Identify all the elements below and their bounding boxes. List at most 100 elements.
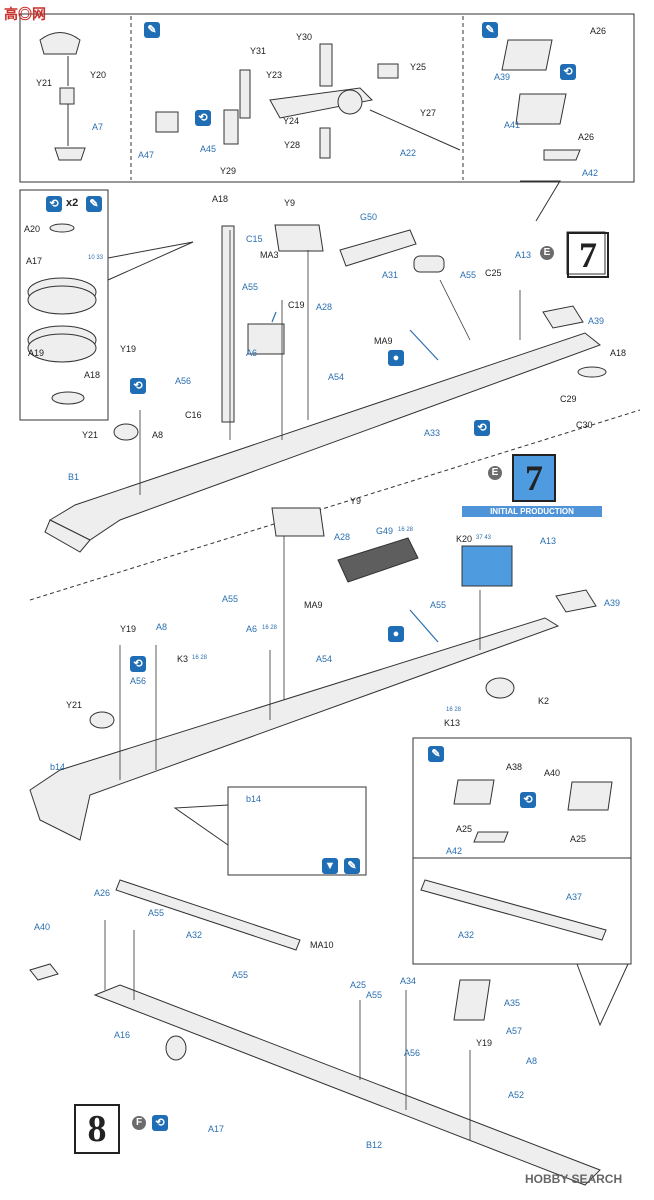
label-y27: Y27 bbox=[420, 108, 437, 118]
label-ma9-b: MA9 bbox=[304, 600, 323, 610]
reference-number: 10 33 bbox=[88, 255, 104, 261]
reference-number: 16 28 bbox=[446, 707, 462, 713]
label-a6: A6 bbox=[246, 348, 258, 358]
label-a42-top: A42 bbox=[582, 168, 599, 178]
label-y25: Y25 bbox=[410, 62, 427, 72]
label-y28: Y28 bbox=[284, 140, 301, 150]
label-a35: A35 bbox=[504, 998, 521, 1008]
paint-icon: ● bbox=[388, 626, 404, 642]
label-g49: G49 bbox=[376, 526, 394, 536]
label-a32: A32 bbox=[186, 930, 203, 940]
flip-icon: ⟲ bbox=[560, 64, 576, 80]
step-number-8: 8 bbox=[74, 1104, 120, 1154]
label-a40-b: A40 bbox=[544, 768, 561, 778]
label-ma10: MA10 bbox=[310, 940, 334, 950]
label-a54-b: A54 bbox=[316, 654, 333, 664]
label-c16: C16 bbox=[185, 410, 202, 420]
step-sequence-letter: F bbox=[132, 1116, 146, 1130]
glue-icon: ✎ bbox=[144, 22, 160, 38]
label-a8-8: A8 bbox=[526, 1056, 538, 1066]
step-number-7-initial: 7 bbox=[512, 454, 556, 502]
label-a25-b: A25 bbox=[456, 824, 473, 834]
label-a25-c: A25 bbox=[570, 834, 587, 844]
label-a22: A22 bbox=[400, 148, 417, 158]
label-a34: A34 bbox=[400, 976, 417, 986]
label-y29: Y29 bbox=[220, 166, 237, 176]
label-a25-8: A25 bbox=[350, 980, 367, 990]
flip-icon: ⟲ bbox=[520, 792, 536, 808]
flip-icon: ⟲ bbox=[195, 110, 211, 126]
label-y20: Y20 bbox=[90, 70, 107, 80]
label-y19-8: Y19 bbox=[476, 1038, 493, 1048]
glue-icon: ✎ bbox=[428, 746, 444, 762]
top-subassembly-panel bbox=[19, 13, 635, 183]
label-b14-detail: b14 bbox=[246, 794, 262, 804]
label-k13: K13 bbox=[444, 718, 461, 728]
label-a57: A57 bbox=[506, 1026, 523, 1036]
label-a39: A39 bbox=[588, 316, 605, 326]
label-a16: A16 bbox=[114, 1030, 131, 1040]
label-a19: A19 bbox=[28, 348, 45, 358]
label-y24: Y24 bbox=[283, 116, 300, 126]
step-sequence-letter: E bbox=[540, 246, 554, 260]
reference-number: 16 28 bbox=[192, 655, 208, 661]
label-a31: A31 bbox=[382, 270, 399, 280]
label-b14: b14 bbox=[50, 762, 66, 772]
label-a39-b: A39 bbox=[604, 598, 621, 608]
label-a28: A28 bbox=[316, 302, 333, 312]
label-a13-b: A13 bbox=[540, 536, 557, 546]
label-a38: A38 bbox=[506, 762, 523, 772]
reference-number: 16 28 bbox=[398, 527, 414, 533]
label-y9-b: Y9 bbox=[350, 496, 362, 506]
paint-icon: ● bbox=[388, 350, 404, 366]
label-y19: Y19 bbox=[120, 344, 137, 354]
label-a45: A45 bbox=[200, 144, 217, 154]
label-k2: K2 bbox=[538, 696, 550, 706]
label-a55: A55 bbox=[460, 270, 477, 280]
label-a55-8b: A55 bbox=[232, 970, 249, 980]
initial-production-banner: INITIAL PRODUCTION bbox=[462, 506, 602, 517]
label-c29: C29 bbox=[560, 394, 577, 404]
step-sequence-letter: E bbox=[488, 466, 502, 480]
label-ma3: MA3 bbox=[260, 250, 279, 260]
label-a37: A37 bbox=[566, 892, 583, 902]
label-a18-right: A18 bbox=[610, 348, 627, 358]
label-a6-b: A6 bbox=[246, 624, 258, 634]
label-a55-2: A55 bbox=[242, 282, 259, 292]
label-c30: C30 bbox=[576, 420, 593, 430]
label-a26-top: A26 bbox=[590, 26, 607, 36]
label-a39-top: A39 bbox=[494, 72, 511, 82]
label-a54: A54 bbox=[328, 372, 345, 382]
label-y21-b: Y21 bbox=[66, 700, 83, 710]
label-y30: Y30 bbox=[296, 32, 313, 42]
label-a26-top-2: A26 bbox=[578, 132, 595, 142]
label-c25: C25 bbox=[485, 268, 502, 278]
multiplier: x2 bbox=[66, 197, 79, 209]
label-a8: A8 bbox=[152, 430, 164, 440]
hobby-search-logo: HOBBY SEARCH bbox=[525, 1172, 623, 1186]
label-a55-8: A55 bbox=[148, 908, 165, 918]
label-a55-b: A55 bbox=[430, 600, 447, 610]
label-a33: A33 bbox=[424, 428, 441, 438]
flip-icon: ⟲ bbox=[130, 656, 146, 672]
label-ma9: MA9 bbox=[374, 336, 393, 346]
label-a55-b2: A55 bbox=[222, 594, 239, 604]
label-a32-r: A32 bbox=[458, 930, 475, 940]
label-a52: A52 bbox=[508, 1090, 525, 1100]
step-number-7: 7 bbox=[567, 232, 609, 278]
site-logo: 高◎网 bbox=[4, 6, 46, 22]
label-c19: C19 bbox=[288, 300, 305, 310]
label-a8-b: A8 bbox=[156, 622, 168, 632]
label-a56: A56 bbox=[175, 376, 192, 386]
y9-box bbox=[274, 224, 324, 252]
label-a13: A13 bbox=[515, 250, 532, 260]
label-b1: B1 bbox=[68, 472, 80, 482]
label-y23: Y23 bbox=[266, 70, 283, 80]
label-y19-b: Y19 bbox=[120, 624, 137, 634]
label-y21-top: Y21 bbox=[36, 78, 53, 88]
label-a56-8: A56 bbox=[404, 1048, 421, 1058]
y21-part bbox=[39, 32, 81, 55]
cut-icon: ▼ bbox=[322, 858, 338, 874]
label-y9: Y9 bbox=[284, 198, 296, 208]
